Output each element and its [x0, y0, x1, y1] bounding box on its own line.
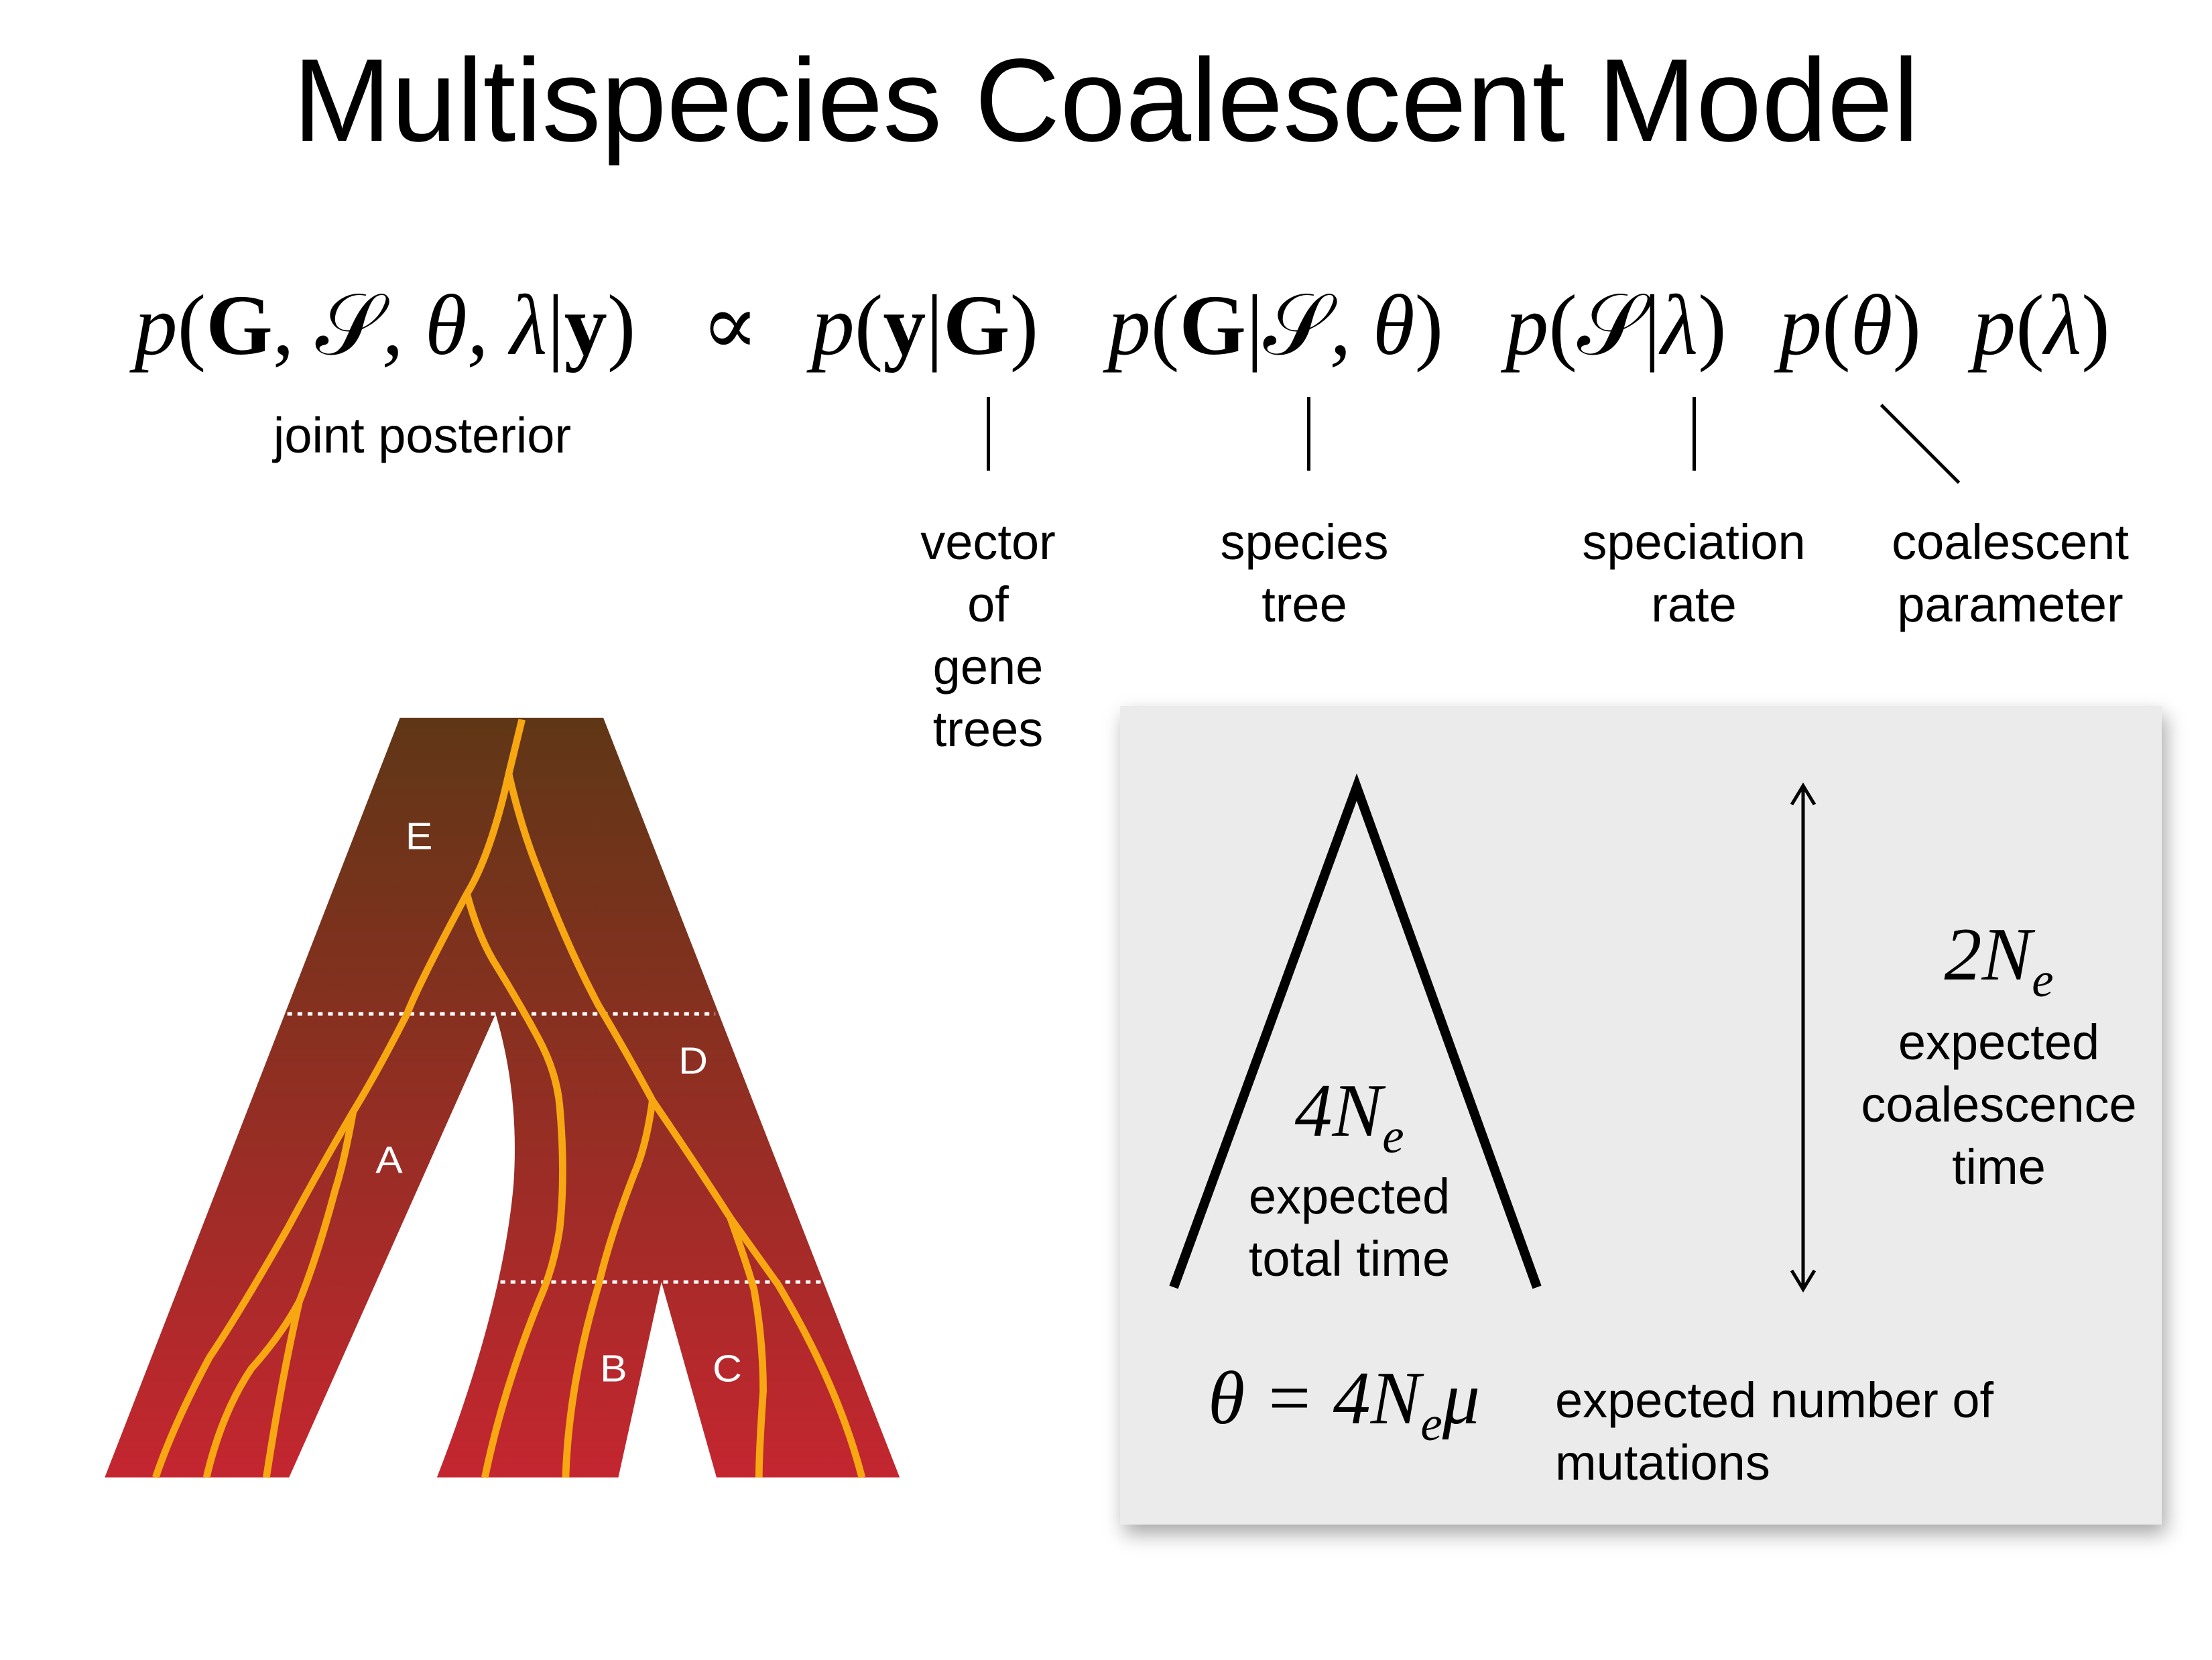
math-token: (: [854, 278, 883, 373]
math-token: (: [1150, 278, 1180, 373]
species-tree-connector: [1307, 397, 1310, 471]
math-token: , θ, λ: [381, 278, 548, 373]
math-token: p: [1506, 278, 1549, 373]
math-token: p: [134, 278, 178, 373]
page-title: Multispecies Coalescent Model: [292, 35, 1919, 166]
population-label-d: D: [678, 1040, 708, 1082]
label-line: vector: [920, 514, 1056, 570]
math-token: λ: [1660, 278, 1699, 373]
math-token: |: [547, 278, 564, 373]
math-token: 𝒮: [1577, 278, 1644, 373]
joint-posterior-term: p(G, 𝒮, θ, λ|y): [107, 268, 664, 382]
math-token: G: [1179, 278, 1246, 373]
label-line: of: [967, 577, 1009, 632]
label-line: expected number of: [1555, 1372, 1994, 1428]
label-line: total time: [1248, 1231, 1451, 1287]
gene-tree-triangle: [1169, 773, 1542, 1289]
label-line: coalescent: [1892, 514, 2129, 570]
math-token: ): [1009, 278, 1039, 373]
label-line: trees: [932, 701, 1044, 757]
math-token: |: [926, 278, 944, 373]
math-token: ): [2081, 278, 2110, 373]
math-token: y: [883, 278, 926, 373]
coalescence-time-math: 2Ne: [1944, 912, 2053, 1008]
math-token: p: [1107, 278, 1151, 373]
coalescent-info-panel: [1120, 706, 2162, 1525]
coalescent-parameter-label: coalescent parameter: [1892, 511, 2129, 636]
coalescence-time-label: expected coalescence time: [1861, 1011, 2136, 1198]
total-time-math: 4Ne: [1294, 1068, 1404, 1165]
math-token: 𝒮: [1263, 278, 1330, 373]
joint-posterior-label: joint posterior: [273, 408, 572, 463]
gene-tree-prior-term: p(G|𝒮, θ): [1091, 268, 1460, 382]
population-label-e: E: [406, 815, 432, 857]
math-token: ,: [272, 278, 316, 373]
math-token: (: [177, 278, 206, 373]
math-subscript: e: [1420, 1397, 1442, 1451]
math-base: θ = 4N: [1208, 1356, 1421, 1440]
population-label-b: B: [600, 1348, 627, 1390]
math-token: (: [1548, 278, 1577, 373]
math-mu: μ: [1442, 1356, 1480, 1440]
theta-equation: θ = 4Neμ: [1208, 1356, 1480, 1452]
label-line: species: [1220, 514, 1389, 570]
double-arrow-icon: [1790, 782, 1817, 1293]
label-line: gene: [932, 639, 1044, 695]
speciation-rate-connector: [1693, 397, 1696, 471]
math-token: p: [1973, 278, 2016, 373]
lambda-prior-term: p(λ): [1957, 268, 2126, 382]
math-token: y: [564, 278, 607, 373]
label-line: tree: [1262, 577, 1347, 632]
species-tree-prior-term: p(𝒮|λ): [1489, 268, 1743, 382]
gene-tree-lines: [152, 719, 866, 1479]
math-token: ): [607, 278, 636, 373]
gene-trees-connector: [987, 397, 990, 471]
total-time-label: expected total time: [1249, 1165, 1450, 1290]
label-line: mutations: [1555, 1435, 1770, 1490]
math-token: (: [2016, 278, 2044, 373]
math-token: |: [1644, 278, 1661, 373]
species-tree-label: species tree: [1221, 511, 1389, 636]
math-base: 4N: [1294, 1069, 1383, 1152]
math-token: , θ: [1329, 278, 1415, 373]
label-line: time: [1952, 1139, 2046, 1195]
math-token: p: [811, 278, 855, 373]
proportional-symbol: ∝: [694, 268, 765, 382]
math-token: ): [1414, 278, 1444, 373]
math-token: 𝒮: [315, 278, 382, 373]
population-label-c: C: [713, 1348, 742, 1390]
math-token: G: [943, 278, 1010, 373]
label-line: expected: [1248, 1169, 1451, 1224]
label-line: speciation: [1582, 514, 1806, 570]
math-token: ): [1892, 278, 1922, 373]
speciation-rate-label: speciation rate: [1582, 511, 1805, 636]
label-line: coalescence: [1861, 1077, 2137, 1132]
math-token: p: [1778, 278, 1822, 373]
math-token: λ: [2044, 278, 2082, 373]
math-token: ∝: [700, 278, 759, 373]
math-base: 2N: [1944, 912, 2032, 996]
theta-prior-term: p(θ): [1772, 268, 1928, 382]
likelihood-term: p(y|G): [787, 268, 1063, 382]
math-subscript: e: [1382, 1109, 1404, 1164]
theta-label: expected number of mutations: [1555, 1369, 1993, 1494]
label-line: expected: [1898, 1014, 2100, 1070]
population-label-a: A: [375, 1140, 403, 1182]
math-token: |: [1245, 278, 1264, 373]
label-line: rate: [1651, 577, 1737, 632]
math-token: G: [206, 278, 273, 373]
label-line: parameter: [1897, 577, 2124, 632]
math-subscript: e: [2032, 953, 2054, 1008]
math-token: θ: [1850, 278, 1893, 373]
math-token: ): [1698, 278, 1727, 373]
gene-trees-label: vector of gene trees: [920, 511, 1056, 760]
math-token: (: [1821, 278, 1851, 373]
